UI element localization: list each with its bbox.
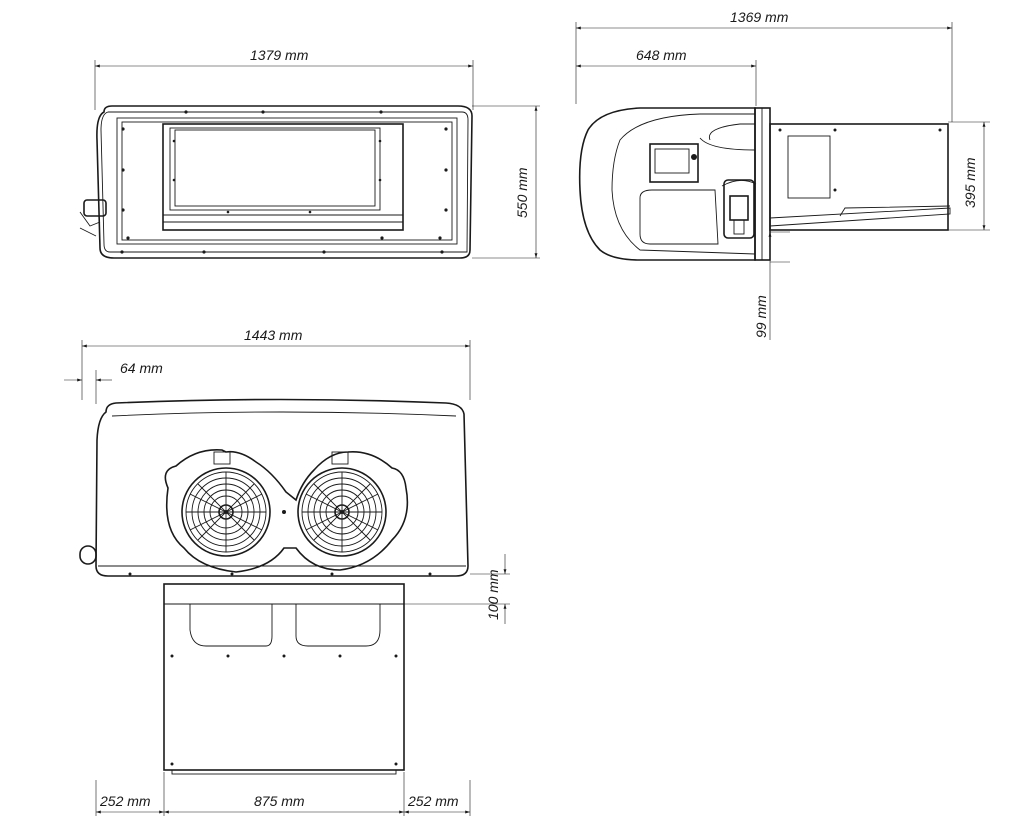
dim-bottom-right: 252 mm: [407, 793, 459, 809]
dim-bottom-mid: 875 mm: [254, 793, 305, 809]
bottom-view: 1443 mm 64 mm 100 mm 252 mm 875 mm 252 m…: [64, 327, 510, 816]
dim-top-height: 550 mm: [514, 167, 530, 218]
left-fan: [181, 467, 271, 557]
dim-side-total: 1369 mm: [730, 9, 789, 25]
dim-bottom-left: 252 mm: [99, 793, 151, 809]
right-fan: [297, 467, 387, 557]
dim-side-front: 648 mm: [636, 47, 687, 63]
dim-bottom-drop: 100 mm: [485, 569, 501, 620]
side-view: 1369 mm 648 mm 395 mm 99 mm: [575, 9, 990, 340]
top-view-bolts: [120, 110, 448, 254]
dim-bottom-offset: 64 mm: [120, 360, 163, 376]
top-view: 1379 mm 550 mm: [79, 47, 540, 259]
dim-side-protrusion: 99 mm: [753, 295, 769, 338]
dim-top-width: 1379 mm: [250, 47, 309, 63]
dim-side-height: 395 mm: [962, 157, 978, 208]
dim-bottom-total: 1443 mm: [244, 327, 303, 343]
